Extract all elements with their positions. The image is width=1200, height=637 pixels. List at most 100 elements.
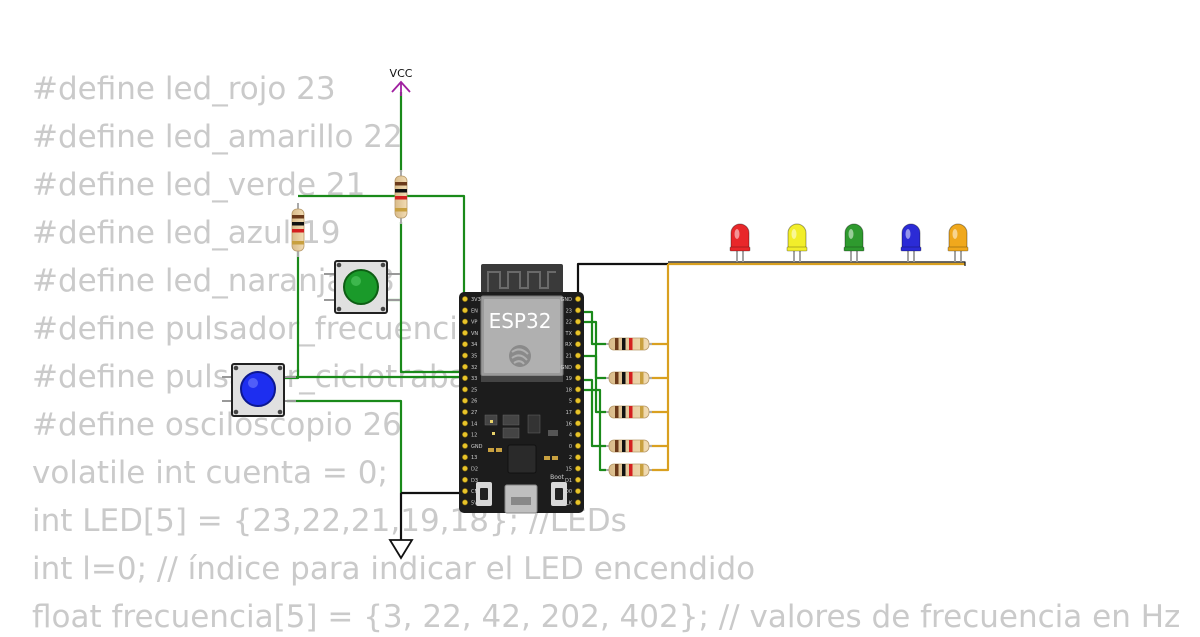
resistor-pulldown[interactable] xyxy=(291,203,305,257)
code-line: volatile int cuenta = 0; xyxy=(32,455,388,491)
esp32-pin[interactable]: 13 xyxy=(462,454,477,462)
esp32-pin[interactable]: 32 xyxy=(462,363,477,371)
esp32-pin-label: VP xyxy=(471,320,477,326)
esp32-pin[interactable]: 15 xyxy=(566,465,581,473)
esp32-pin[interactable]: D3 xyxy=(462,476,478,484)
led-blue[interactable] xyxy=(900,223,922,262)
resistor-led[interactable] xyxy=(606,371,652,385)
wire-led-orange[interactable] xyxy=(578,388,606,472)
esp32-pin[interactable]: 26 xyxy=(462,397,477,405)
code-line: int l=0; // índice para indicar el LED e… xyxy=(32,551,756,587)
esp32-pin-label: 0 xyxy=(569,444,572,450)
pushbutton-blue[interactable] xyxy=(222,363,296,417)
esp32-pin[interactable]: 3V3 xyxy=(462,296,481,303)
esp32-pin-label: 25 xyxy=(471,387,477,393)
esp32-pin[interactable]: 27 xyxy=(462,409,477,416)
esp32-pin[interactable]: 16 xyxy=(566,420,581,428)
esp32-pin[interactable]: 25 xyxy=(462,386,477,394)
esp32-pin[interactable]: 5V xyxy=(462,499,478,507)
code-line: #define led_azul 19 xyxy=(32,215,341,251)
led-yellow[interactable] xyxy=(786,223,808,262)
esp32-pin[interactable]: VP xyxy=(462,318,477,326)
esp32-pin-label: 13 xyxy=(471,455,477,461)
esp32-pin-label: D3 xyxy=(471,478,478,484)
ground-icon xyxy=(388,539,414,560)
esp32-pin[interactable]: 23 xyxy=(566,307,581,315)
esp32-pin-label: 21 xyxy=(566,354,572,360)
button-cap-green[interactable] xyxy=(343,269,379,305)
esp32-pin[interactable]: RX xyxy=(565,341,581,349)
wire-blue-button-bottom[interactable] xyxy=(287,399,403,493)
esp32-pin[interactable]: D0 xyxy=(565,488,581,496)
esp32-pin-label: 33 xyxy=(471,376,477,382)
code-line: #define led_verde 21 xyxy=(32,167,366,203)
esp32-pin-label: EN xyxy=(471,308,478,314)
wire-ground[interactable] xyxy=(399,491,464,540)
esp32-pin-label: 3V3 xyxy=(471,297,481,303)
code-line: #define led_naranja 18 xyxy=(32,263,395,299)
pushbutton-green[interactable] xyxy=(324,260,400,314)
wire-led-yellow[interactable] xyxy=(578,320,606,380)
esp32-pin-label: 22 xyxy=(566,320,572,326)
esp32-pin[interactable]: 33 xyxy=(462,375,477,383)
esp32-pin[interactable]: GND xyxy=(561,296,581,303)
esp32-pin[interactable]: 35 xyxy=(462,352,477,360)
wire-pullup-vertical[interactable] xyxy=(399,222,470,374)
esp32-pin[interactable]: 5 xyxy=(569,397,581,405)
esp32-pin-label: VN xyxy=(471,331,478,337)
boot-label: Boot xyxy=(550,474,564,481)
vcc-label: VCC xyxy=(390,67,413,80)
esp32-board[interactable]: ESP32 3V3ENVPVN343532332526271412GND13D2… xyxy=(459,264,584,514)
esp32-pin[interactable]: 18 xyxy=(566,386,581,394)
esp32-pin[interactable]: 34 xyxy=(462,341,477,349)
esp32-pin[interactable]: 12 xyxy=(462,431,477,439)
esp32-pin-label: CLK xyxy=(562,500,572,506)
esp32-pin[interactable]: CLK xyxy=(562,499,581,507)
esp32-pin[interactable]: GND xyxy=(462,442,483,450)
esp32-pin[interactable]: 21 xyxy=(566,352,581,360)
esp32-pin[interactable]: D2 xyxy=(462,465,478,473)
code-line: #define led_amarillo 22 xyxy=(32,119,403,155)
button-cap-blue[interactable] xyxy=(240,371,276,407)
esp32-pin-label: 27 xyxy=(471,410,477,416)
esp32-pin-label: 19 xyxy=(566,376,572,382)
esp32-pin[interactable]: 17 xyxy=(566,409,581,416)
code-line: #define pulsador_frecuencia 35 xyxy=(32,311,527,347)
esp32-pin[interactable]: 2 xyxy=(569,454,581,462)
esp32-pin[interactable]: D1 xyxy=(565,476,581,484)
esp32-pin[interactable]: TX xyxy=(565,329,581,337)
ground-symbol[interactable] xyxy=(388,539,414,560)
usb-uart-chip xyxy=(507,444,537,474)
esp32-pin[interactable]: 4 xyxy=(569,431,581,439)
esp32-pin-label: 17 xyxy=(566,410,572,416)
esp32-pin[interactable]: GND xyxy=(561,363,581,371)
esp32-pin-label: 18 xyxy=(566,387,572,393)
esp32-pin[interactable]: VN xyxy=(462,329,478,337)
wire-pulldown-top[interactable] xyxy=(298,194,466,300)
wire-green-button-left[interactable] xyxy=(236,248,300,380)
resistor-led[interactable] xyxy=(606,463,652,477)
vcc-arrow-icon xyxy=(391,80,411,96)
led-red[interactable] xyxy=(729,223,751,262)
esp32-pin[interactable]: 14 xyxy=(462,420,477,428)
vcc-symbol[interactable]: VCC xyxy=(390,67,413,96)
resistor-pullup[interactable] xyxy=(394,170,408,224)
wire-led-common-black-2 xyxy=(668,261,966,266)
led-green[interactable] xyxy=(843,223,865,262)
esp32-pin[interactable]: 22 xyxy=(566,318,581,326)
resistor-led[interactable] xyxy=(606,337,652,351)
esp32-pin[interactable]: 19 xyxy=(566,375,581,383)
resistor-led[interactable] xyxy=(606,405,652,419)
wire-led-common-black[interactable] xyxy=(576,262,668,298)
esp32-pin[interactable]: EN xyxy=(462,307,478,315)
code-line: #define osciloscopio 26 xyxy=(32,407,402,443)
resistor-led[interactable] xyxy=(606,439,652,453)
esp32-pin[interactable]: 0 xyxy=(569,442,581,450)
led-orange[interactable] xyxy=(947,223,969,262)
wire-led-common-orange[interactable] xyxy=(652,262,965,472)
wire-led-red[interactable] xyxy=(578,310,606,346)
esp32-pin-label: D2 xyxy=(471,467,478,473)
